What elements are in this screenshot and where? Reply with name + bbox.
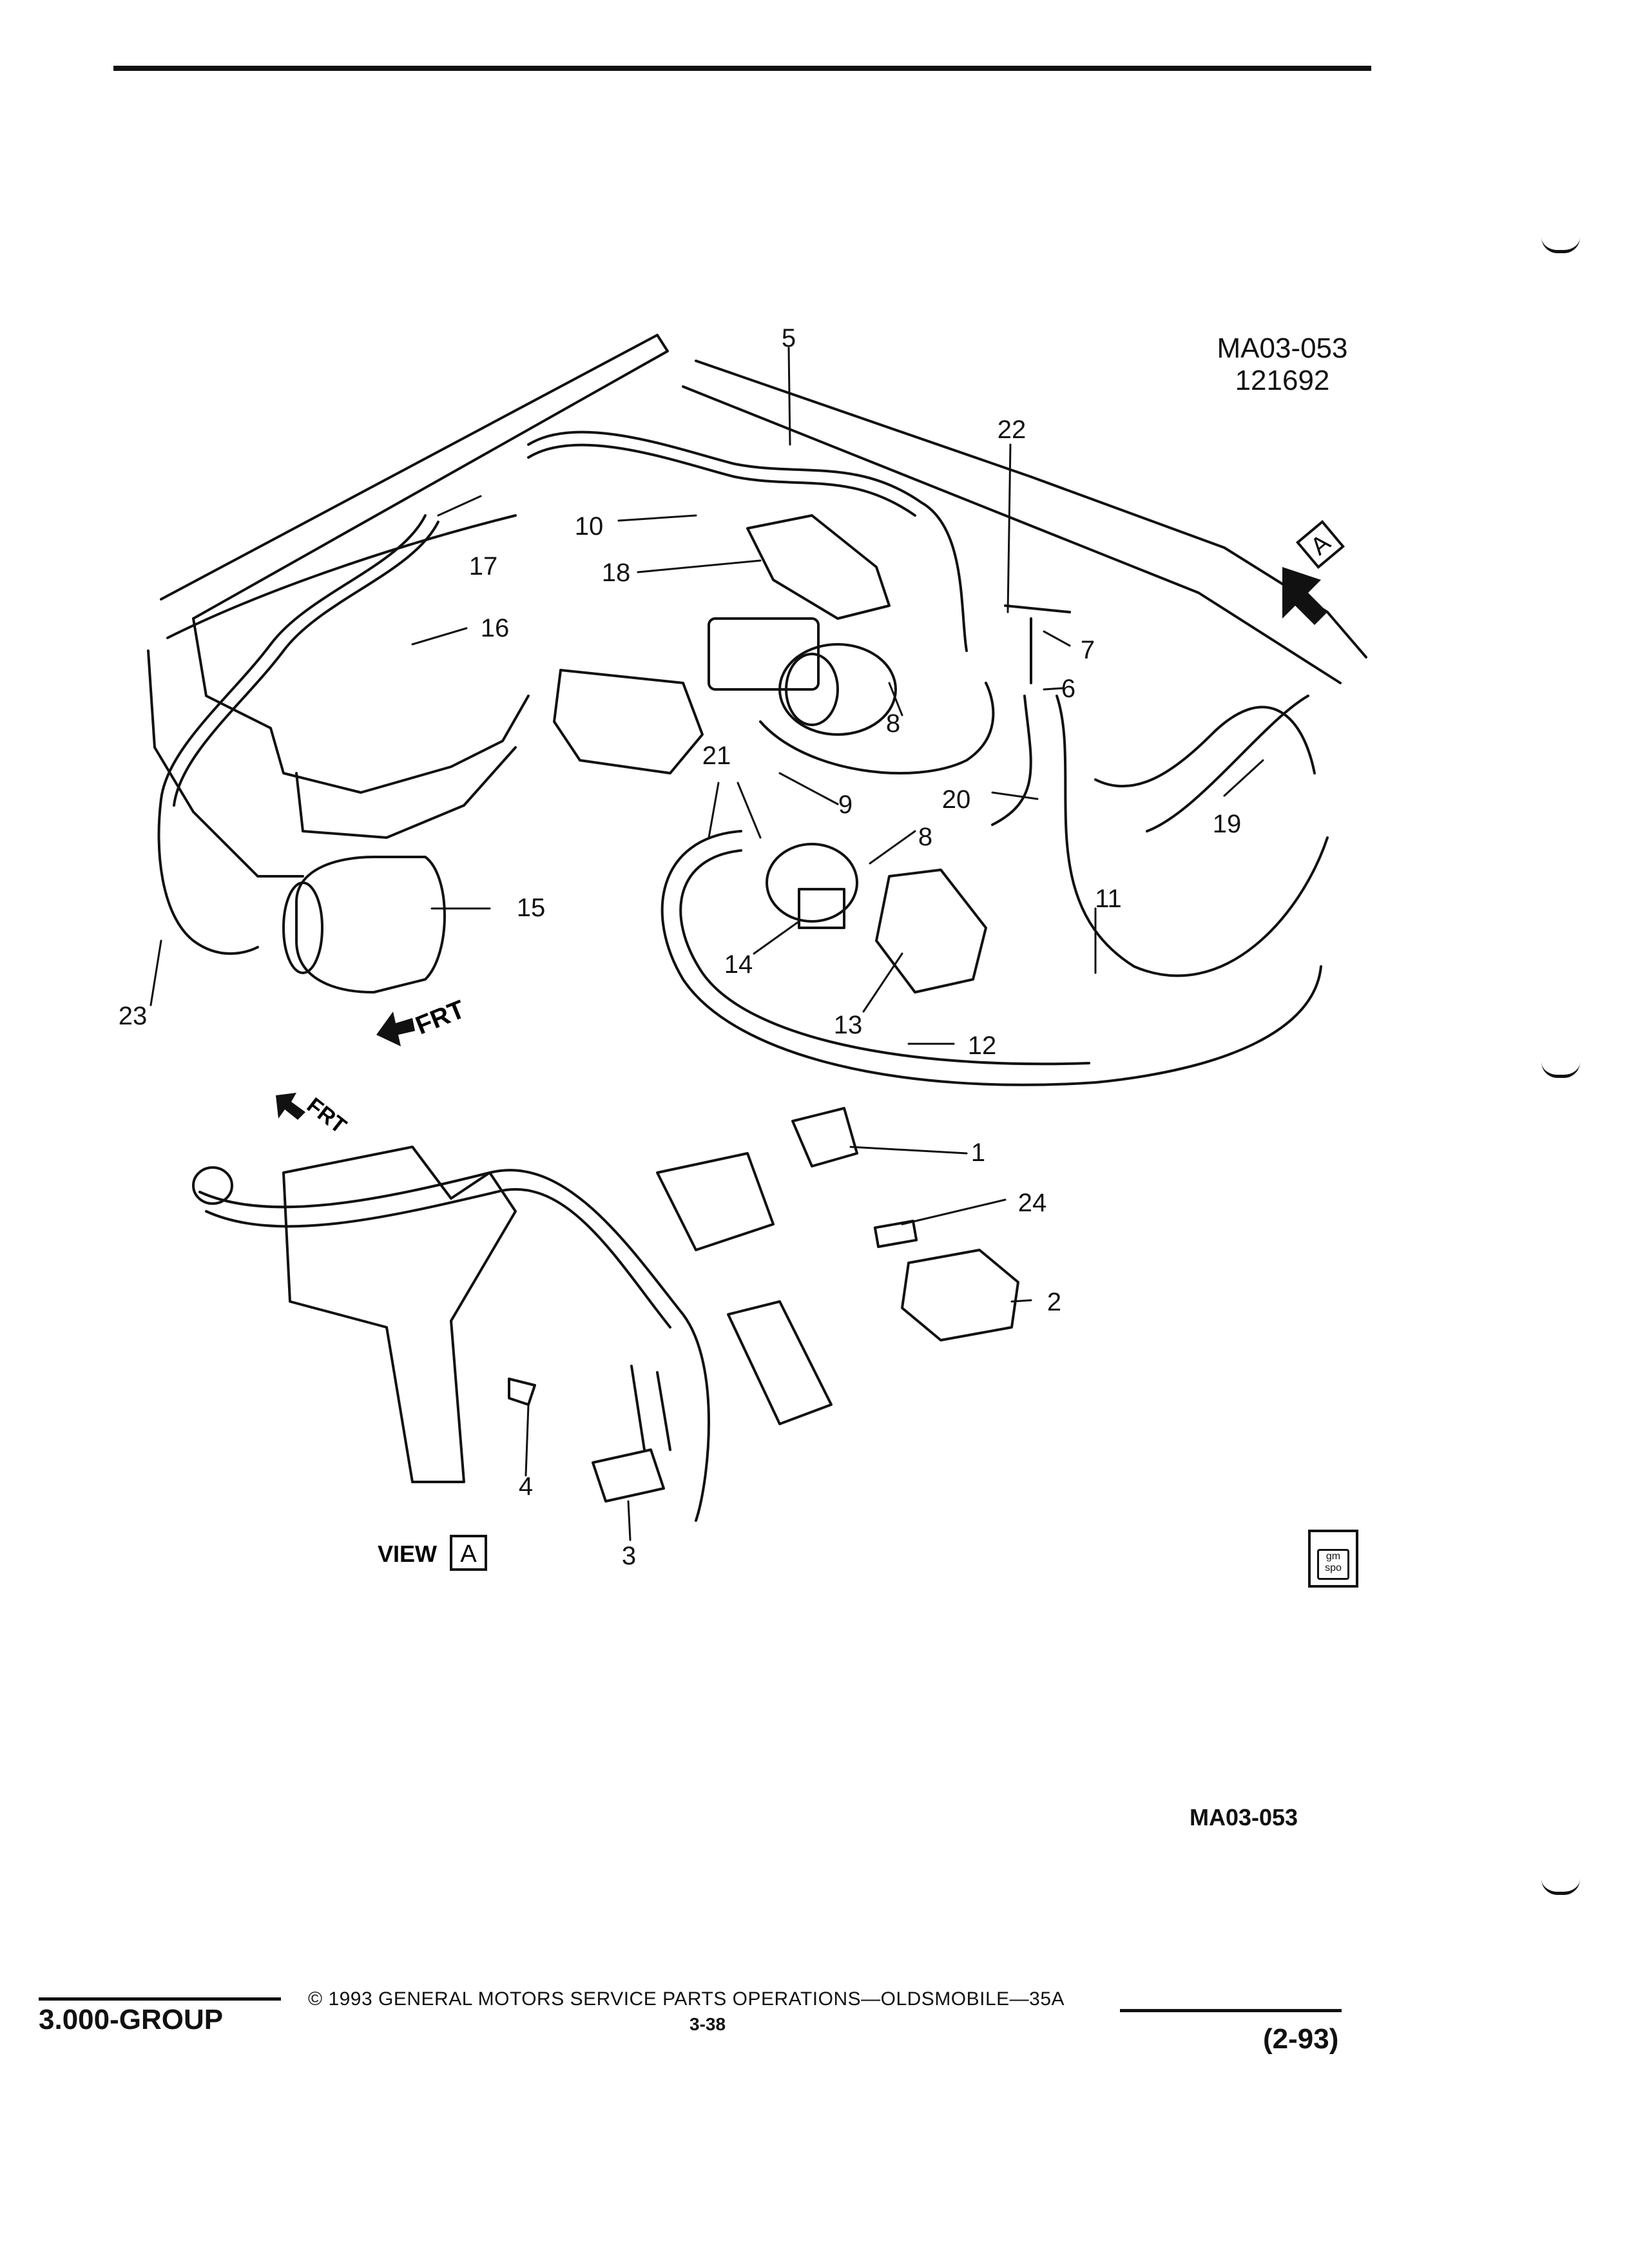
cowl-panel-inner — [166, 514, 517, 639]
reservoir-15-cap — [282, 881, 323, 974]
callout-number: 11 — [1095, 885, 1122, 913]
solenoid-3 — [592, 1448, 665, 1503]
frt-label-upper: FRT — [412, 995, 469, 1040]
view-a-harness-inner — [205, 1187, 671, 1329]
leaders — [149, 347, 1264, 1541]
hose-19-outer — [1146, 695, 1309, 832]
diagram-code: MA03-053 — [1217, 332, 1348, 364]
footer-rule-right — [1120, 2009, 1342, 2012]
actuator-14-mount — [798, 888, 845, 929]
logo-text-bottom: spo — [1325, 1562, 1342, 1573]
relay-mount-1 — [656, 1152, 775, 1251]
view-a-harness — [198, 1169, 710, 1522]
callout-number: 7 — [1081, 636, 1095, 664]
footer-page-number: 3-38 — [689, 2014, 726, 2034]
callout-number: 15 — [517, 894, 546, 922]
cowl-outline — [160, 334, 669, 620]
footer-date: (2-93) — [1263, 2023, 1339, 2055]
vacuum-hose-5 — [527, 430, 968, 652]
diagram-date-code: 121692 — [1235, 365, 1330, 396]
clip-4 — [508, 1378, 536, 1406]
gm-spo-logo: gm spo — [1308, 1530, 1358, 1588]
callout-number: 14 — [724, 950, 753, 979]
fender-line-upper — [695, 360, 1367, 658]
callout-number: 8 — [918, 823, 932, 851]
cowl-edge — [192, 617, 530, 794]
diagram-code-header: MA03-053 121692 — [1186, 332, 1379, 397]
bracket-1 — [791, 1107, 858, 1168]
cowl-lower — [147, 649, 304, 878]
hose-23 — [157, 514, 427, 955]
top-rule — [113, 66, 1371, 71]
fender-line-lower — [682, 385, 1342, 684]
callout-number: 4 — [519, 1472, 533, 1501]
callout-number: 18 — [602, 559, 631, 587]
actuator-14 — [766, 843, 858, 923]
footer-copyright: © 1993 GENERAL MOTORS SERVICE PARTS OPER… — [308, 1988, 1065, 2010]
module-2 — [901, 1249, 1019, 1341]
callout-number: 2 — [1047, 1288, 1061, 1316]
bracket-13 — [875, 869, 987, 994]
hose-21-inner — [679, 849, 1090, 1066]
callout-number: 16 — [481, 614, 510, 642]
callout-number: 3 — [622, 1542, 636, 1570]
diagram-code-footer: MA03-053 — [1190, 1804, 1298, 1831]
grommet — [192, 1166, 233, 1205]
scan-mark — [1541, 1062, 1580, 1078]
cable-20 — [759, 682, 995, 774]
footer-rule-left — [39, 1997, 281, 2001]
callout-number: 21 — [702, 742, 731, 770]
fender-arch — [1055, 695, 1329, 977]
pedal-pad — [727, 1300, 833, 1425]
solenoid-3-stem — [630, 1365, 671, 1451]
vacuum-hose-5-inner — [527, 443, 916, 517]
callout-number: 6 — [1061, 675, 1075, 703]
callout-number: 8 — [886, 709, 900, 738]
frt-label-lower: FRT — [302, 1093, 351, 1139]
reservoir-15 — [295, 856, 446, 994]
view-a-bracket — [282, 1146, 517, 1483]
callout-number: 23 — [119, 1002, 148, 1030]
scan-mark — [1541, 237, 1580, 253]
callout-number: 9 — [838, 791, 853, 819]
callout-number: 17 — [469, 552, 498, 581]
logo-text-top: gm — [1325, 1551, 1341, 1562]
callout-number: 1 — [971, 1139, 985, 1167]
hose-19 — [1094, 706, 1316, 788]
callout-number: 10 — [575, 512, 604, 541]
engine-rail — [553, 669, 704, 774]
callout-number: 20 — [942, 785, 971, 814]
frt-arrow-upper-shape — [376, 1012, 415, 1046]
gasket-24 — [873, 1220, 918, 1248]
hose-23-inner — [173, 521, 439, 807]
actuator-canister-face — [785, 653, 839, 726]
callout-number: 19 — [1213, 810, 1242, 838]
callout-number: 22 — [998, 416, 1027, 444]
hose-21 — [660, 830, 1322, 1086]
frt-arrow-lower-shape — [276, 1093, 305, 1120]
tee-7 — [1004, 604, 1071, 684]
cowl-panel — [295, 746, 517, 839]
callout-number: 13 — [834, 1011, 863, 1039]
view-a-marker-arrow — [1282, 567, 1327, 625]
actuator-bracket-18 — [746, 514, 891, 620]
footer-group: 3.000-GROUP — [39, 2004, 224, 2035]
scan-mark — [1541, 1879, 1580, 1895]
view-a-box — [450, 1535, 487, 1571]
view-a-letter: A — [460, 1541, 477, 1568]
view-a-marker: A — [1295, 519, 1345, 570]
callout-number: 5 — [782, 324, 796, 352]
callout-number: 24 — [1018, 1189, 1047, 1217]
gm-spo-logo-inner: gm spo — [1317, 1549, 1349, 1580]
actuator-canister — [778, 643, 897, 736]
hose-6 — [991, 695, 1032, 826]
view-a-text: VIEW — [378, 1541, 437, 1567]
callout-number: 12 — [968, 1032, 997, 1060]
